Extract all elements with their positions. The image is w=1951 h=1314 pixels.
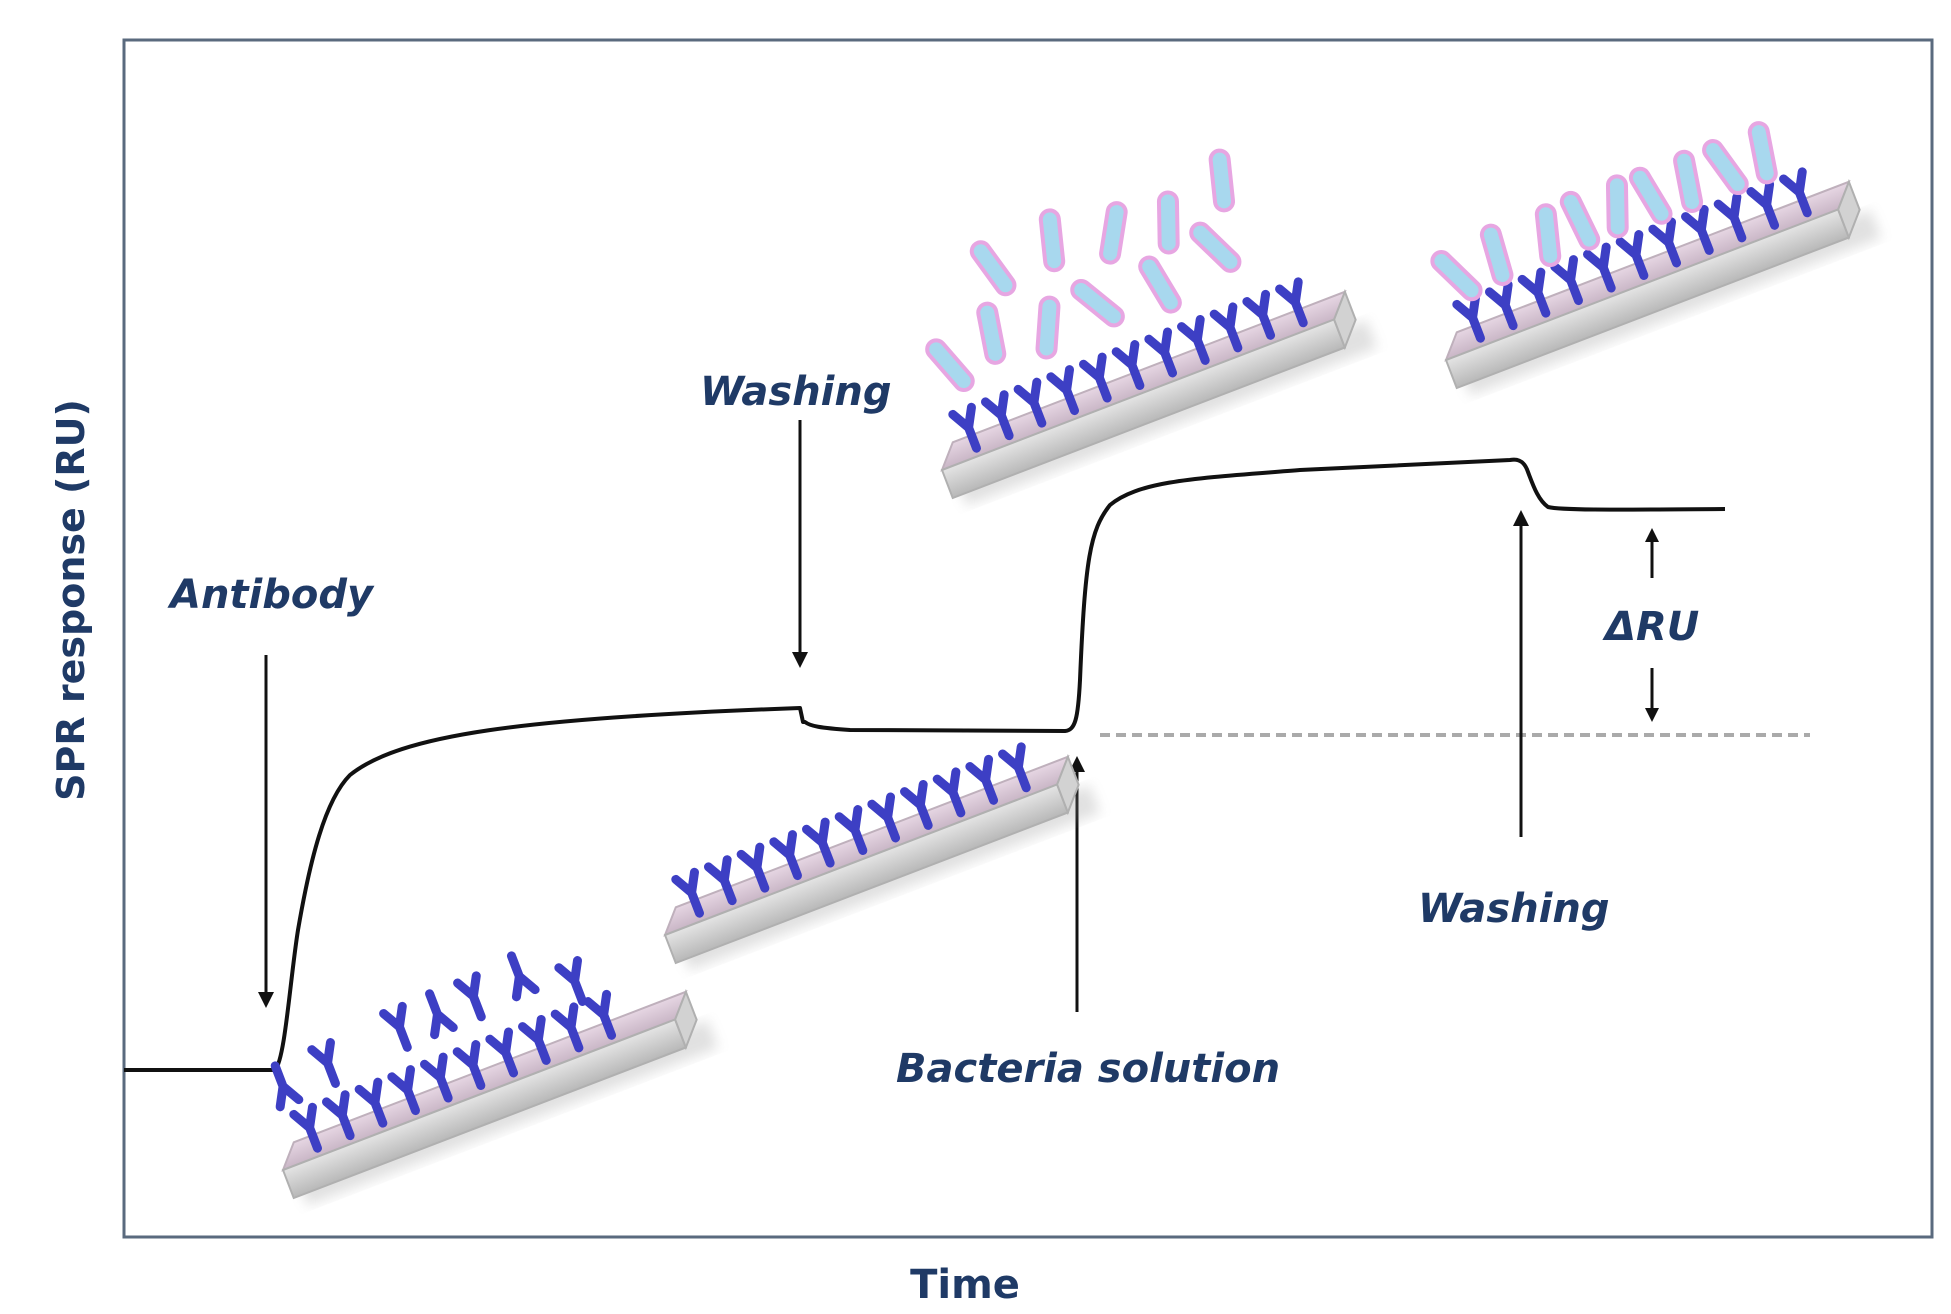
sensor-chip-bacteria-binding [868,147,1378,506]
x-axis-label: Time [910,1262,1020,1308]
label-washing-1: Washing [700,369,892,415]
sensorgram-curve [124,457,1726,1072]
delta-ru-arrow-down [1645,668,1659,722]
sensor-chip-bound-bacteria [1426,119,1882,396]
arrow-washing-2 [1513,510,1529,837]
delta-ru-arrow-up [1645,528,1659,578]
label-washing-2: Washing [1418,886,1610,932]
arrow-washing-1 [792,420,808,668]
sensor-chip-immobilized-antibodies [656,729,1101,971]
label-antibody: Antibody [167,572,375,618]
y-axis-label: SPR response (RU) [49,399,93,801]
label-delta-ru: ΔRU [1602,604,1699,650]
arrow-antibody-injection [258,655,274,1008]
plot-frame [122,38,1934,1239]
label-bacteria-solution: Bacteria solution [896,1046,1280,1092]
sensor-chip-antibody-binding [241,899,719,1206]
